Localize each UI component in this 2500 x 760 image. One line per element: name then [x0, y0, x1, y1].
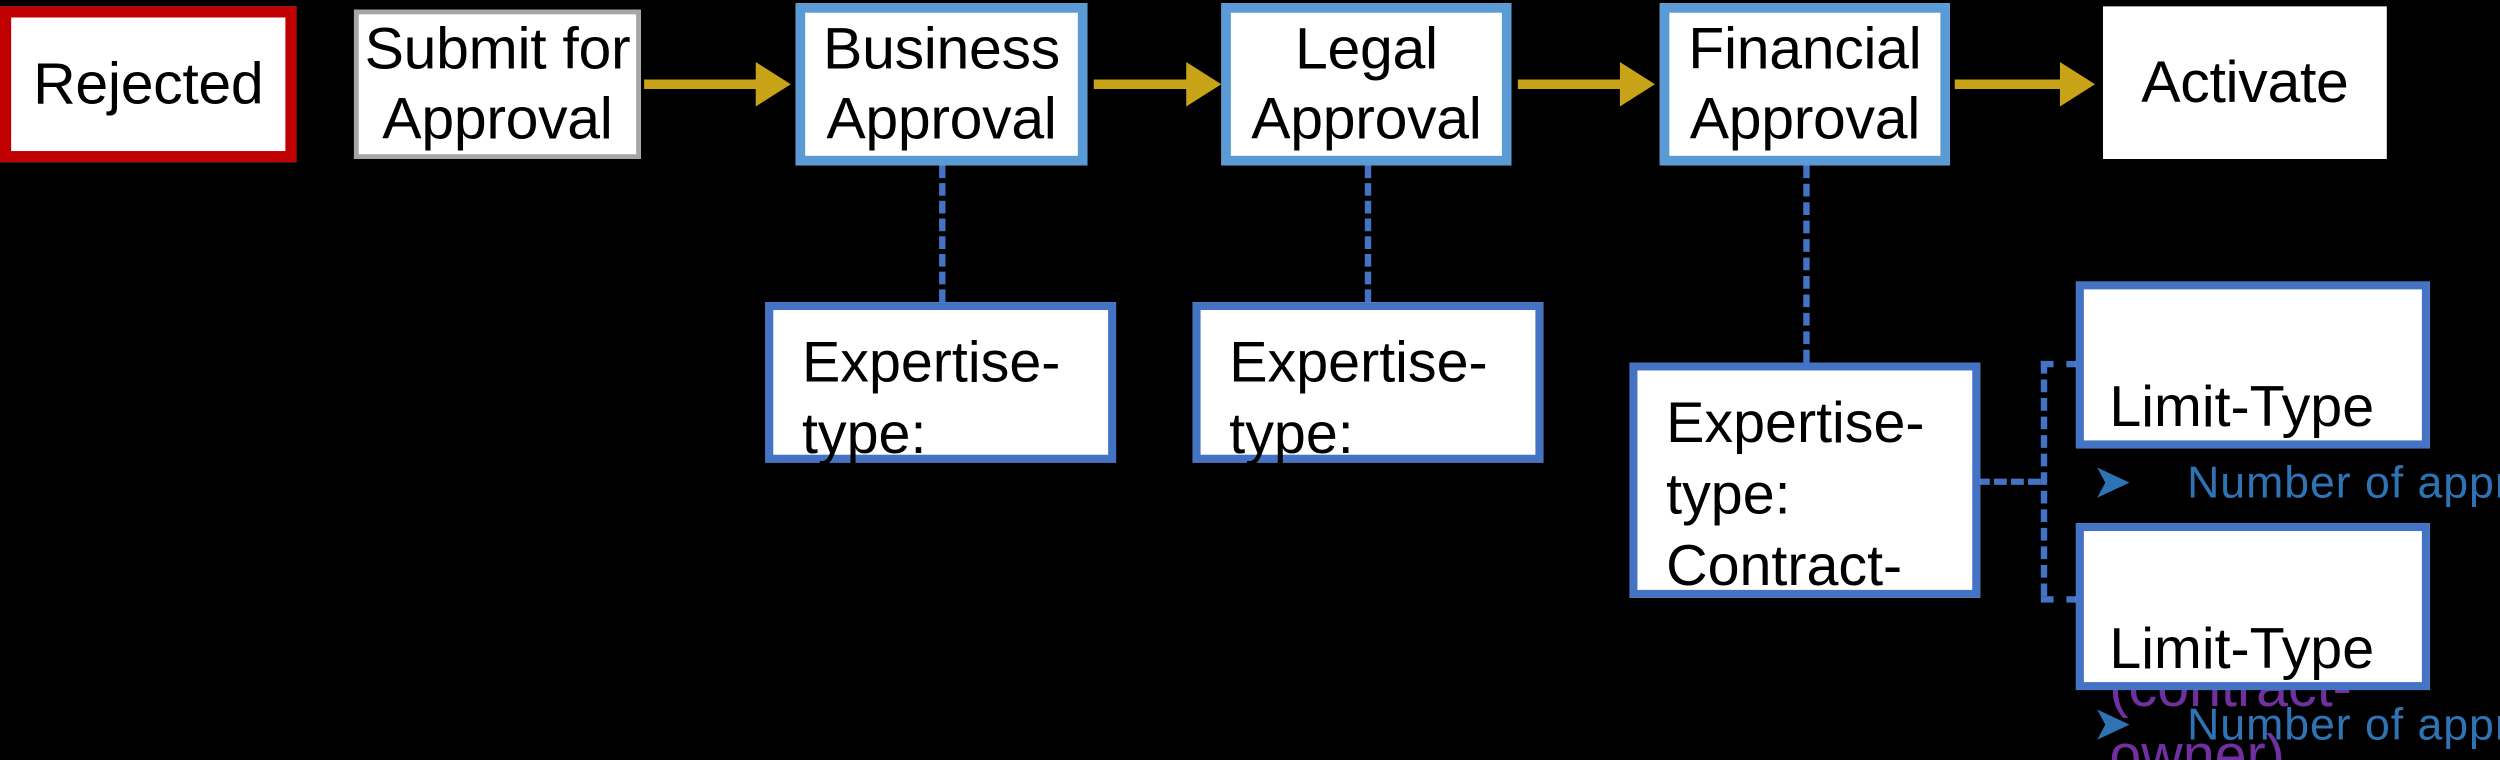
limit-node-contract-board-subtitle: Contract-directie (Contract-board) [2109, 753, 2402, 760]
expertise-node-business-label: Expertise-type: Inhoudelijk (Business) [801, 329, 1077, 609]
connector-financial-to-expertise [1803, 165, 1810, 363]
limit-node-contract-board-title: Limit-Type [2109, 615, 2375, 681]
connector-legal-to-expertise [1364, 165, 1372, 303]
flow-node-activate[interactable]: Activate [2102, 6, 2387, 159]
limit-node-contract-board[interactable]: Limit-Type Contract-directie (Contract-b… [2075, 523, 2430, 760]
flow-node-activate-label: Activate [2141, 49, 2349, 115]
flow-node-legal-approval[interactable]: Legal Approval [1221, 3, 1512, 166]
arrow-bullet-icon: ➤ [2091, 456, 2133, 509]
approvals-line-contract-owner: ➤ Number of approvals: 1 [2092, 458, 2500, 509]
flow-node-financial-approval[interactable]: Financial Approval [1659, 3, 1950, 166]
connector-limit-bracket-spine [2040, 360, 2048, 597]
arrow-legal-to-financial [1517, 79, 1624, 90]
approvals-label-contract-board: Number of approvals: 2 [2187, 699, 2500, 749]
flow-node-rejected[interactable]: Rejected [0, 6, 297, 163]
arrow-business-to-legal [1093, 79, 1190, 90]
flow-node-submit[interactable]: Submit for Approval [353, 9, 641, 159]
flow-node-financial-approval-label: Financial Approval [1688, 16, 1922, 152]
approvals-label-contract-owner: Number of approvals: 1 [2187, 457, 2500, 508]
limit-node-contract-owner-title: Limit-Type [2109, 373, 2375, 439]
arrow-financial-to-activate [1954, 79, 2064, 90]
expertise-node-business[interactable]: Expertise-type: Inhoudelijk (Business) [765, 302, 1117, 609]
connector-business-to-expertise [939, 165, 946, 303]
flow-node-submit-label: Submit for Approval [364, 16, 631, 152]
expertise-node-financial-label: Expertise-type: Contract- financieel (Fi… [1666, 389, 1935, 741]
limit-node-contract-board-text: Limit-Type Contract-directie (Contract-b… [2109, 544, 2402, 760]
expertise-node-financial[interactable]: Expertise-type: Contract- financieel (Fi… [1629, 362, 1981, 741]
limit-node-contract-owner[interactable]: Limit-Type Contract-eigenaar (contract-o… [2075, 281, 2430, 760]
arrow-bullet-icon: ➤ [2091, 697, 2133, 751]
flow-node-business-approval[interactable]: Business Approval [795, 3, 1088, 166]
connector-to-limit-board [2040, 596, 2080, 603]
arrow-submit-to-business [644, 79, 759, 90]
connector-to-limit-owner [2040, 360, 2080, 368]
flow-node-business-approval-label: Business Approval [823, 16, 1060, 152]
flow-node-legal-approval-label: Legal Approval [1251, 16, 1482, 152]
expertise-node-legal[interactable]: Expertise-type: Juridisch (Legal) [1192, 302, 1544, 609]
connector-expertise-stub [1977, 478, 2041, 485]
approvals-line-contract-board: ➤ Number of approvals: 2 [2092, 700, 2500, 751]
expertise-node-legal-label: Expertise-type: Juridisch (Legal) [1229, 329, 1488, 609]
flow-node-rejected-label: Rejected [33, 51, 264, 117]
